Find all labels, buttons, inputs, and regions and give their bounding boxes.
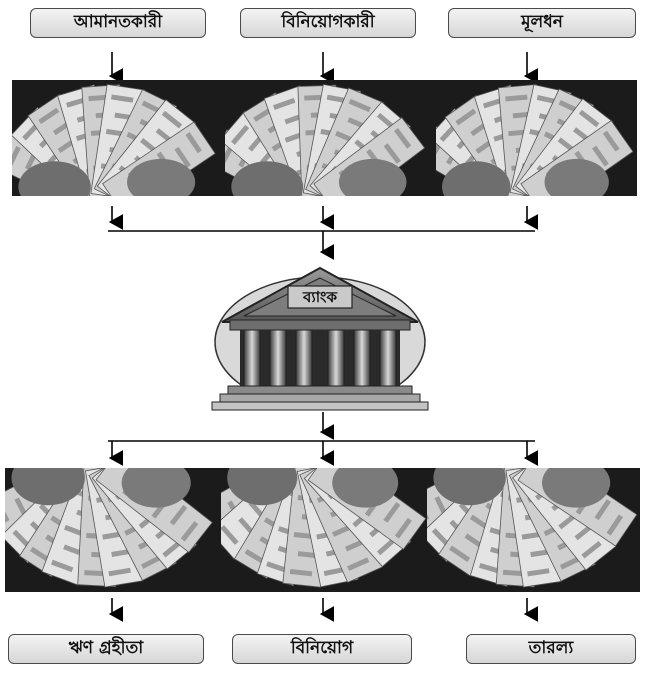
money-photo-image — [221, 468, 427, 592]
output-box-liquidity: তারল্য — [466, 634, 636, 664]
input-box-investor: বিনিয়োগকারী — [240, 8, 416, 38]
bank-label: ব্যাংক — [303, 287, 337, 306]
bank-building-icon — [211, 266, 429, 411]
money-photo-image — [225, 80, 436, 196]
money-photo-top-1 — [12, 80, 225, 196]
money-photo-bottom-3 — [427, 468, 640, 592]
input-box-capital: মূলধন — [448, 8, 636, 38]
output-box-investment: বিনিয়োগ — [232, 634, 412, 664]
money-photo-image — [427, 468, 640, 592]
output-box-borrower: ঋণ গ্রহীতা — [8, 634, 204, 664]
input-box-depositor: আমানতকারী — [30, 8, 206, 38]
money-photo-bottom-1 — [5, 468, 221, 592]
money-photo-top-3 — [436, 80, 637, 196]
output-label-investment: বিনিয়োগ — [290, 638, 354, 658]
money-photo-image — [5, 468, 221, 592]
output-label-borrower: ঋণ গ্রহীতা — [68, 638, 144, 658]
input-label-capital: মূলধন — [521, 12, 563, 32]
money-photo-top-2 — [225, 80, 436, 196]
money-photo-image — [436, 80, 637, 196]
input-label-depositor: আমানতকারী — [73, 12, 163, 32]
input-label-investor: বিনিয়োগকারী — [281, 12, 375, 32]
output-label-liquidity: তারল্য — [528, 638, 574, 658]
money-photo-bottom-2 — [221, 468, 427, 592]
money-photo-image — [12, 80, 225, 196]
